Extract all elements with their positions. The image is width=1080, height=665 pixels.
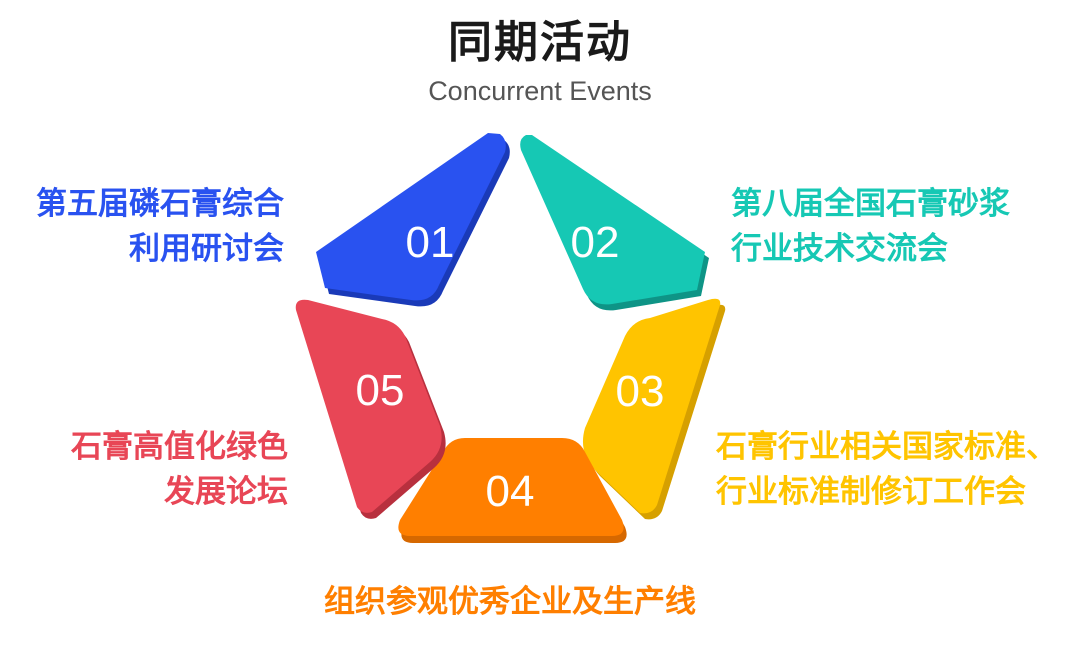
segment-01-label-line2: 利用研讨会 bbox=[129, 231, 284, 267]
segment-01: 01 bbox=[316, 133, 510, 307]
segment-03: 03 bbox=[582, 298, 726, 520]
segment-01-number: 01 bbox=[406, 218, 455, 267]
segment-03-label-line1: 石膏行业相关国家标准、 bbox=[716, 429, 1057, 465]
segment-05-shape bbox=[295, 299, 442, 513]
segment-02-label-line1: 第八届全国石膏砂浆 bbox=[731, 186, 1010, 222]
segment-02-shape bbox=[520, 135, 705, 305]
page-subtitle: Concurrent Events bbox=[428, 76, 652, 106]
segment-03-label: 石膏行业相关国家标准、 行业标准制修订工作会 bbox=[716, 425, 1057, 515]
segment-04: 04 bbox=[398, 438, 627, 543]
segment-01-label: 第五届磷石膏综合 利用研讨会 bbox=[36, 182, 284, 272]
segment-04-number: 04 bbox=[486, 467, 535, 516]
segment-05-label-line1: 石膏高值化绿色 bbox=[71, 429, 288, 465]
segment-03-number: 03 bbox=[616, 367, 665, 416]
segment-03-shape bbox=[582, 298, 721, 514]
segment-05: 05 bbox=[295, 299, 446, 519]
segment-05-label: 石膏高值化绿色 发展论坛 bbox=[71, 425, 288, 515]
segment-01-shape bbox=[316, 133, 506, 301]
page-title: 同期活动 bbox=[448, 17, 632, 68]
segment-04-label: 组织参观优秀企业及生产线 bbox=[0, 580, 1020, 625]
segment-05-number: 05 bbox=[356, 366, 405, 415]
segment-02-number: 02 bbox=[571, 218, 620, 267]
segment-02-label-line2: 行业技术交流会 bbox=[731, 231, 948, 267]
segment-04-shape bbox=[398, 438, 624, 536]
segment-01-label-line1: 第五届磷石膏综合 bbox=[36, 186, 284, 222]
segment-02-label: 第八届全国石膏砂浆 行业技术交流会 bbox=[731, 182, 1010, 272]
segment-02: 02 bbox=[520, 135, 709, 311]
segment-05-label-line2: 发展论坛 bbox=[164, 474, 288, 510]
segment-04-label-line1: 组织参观优秀企业及生产线 bbox=[324, 584, 696, 620]
segment-03-label-line2: 行业标准制修订工作会 bbox=[716, 474, 1026, 510]
